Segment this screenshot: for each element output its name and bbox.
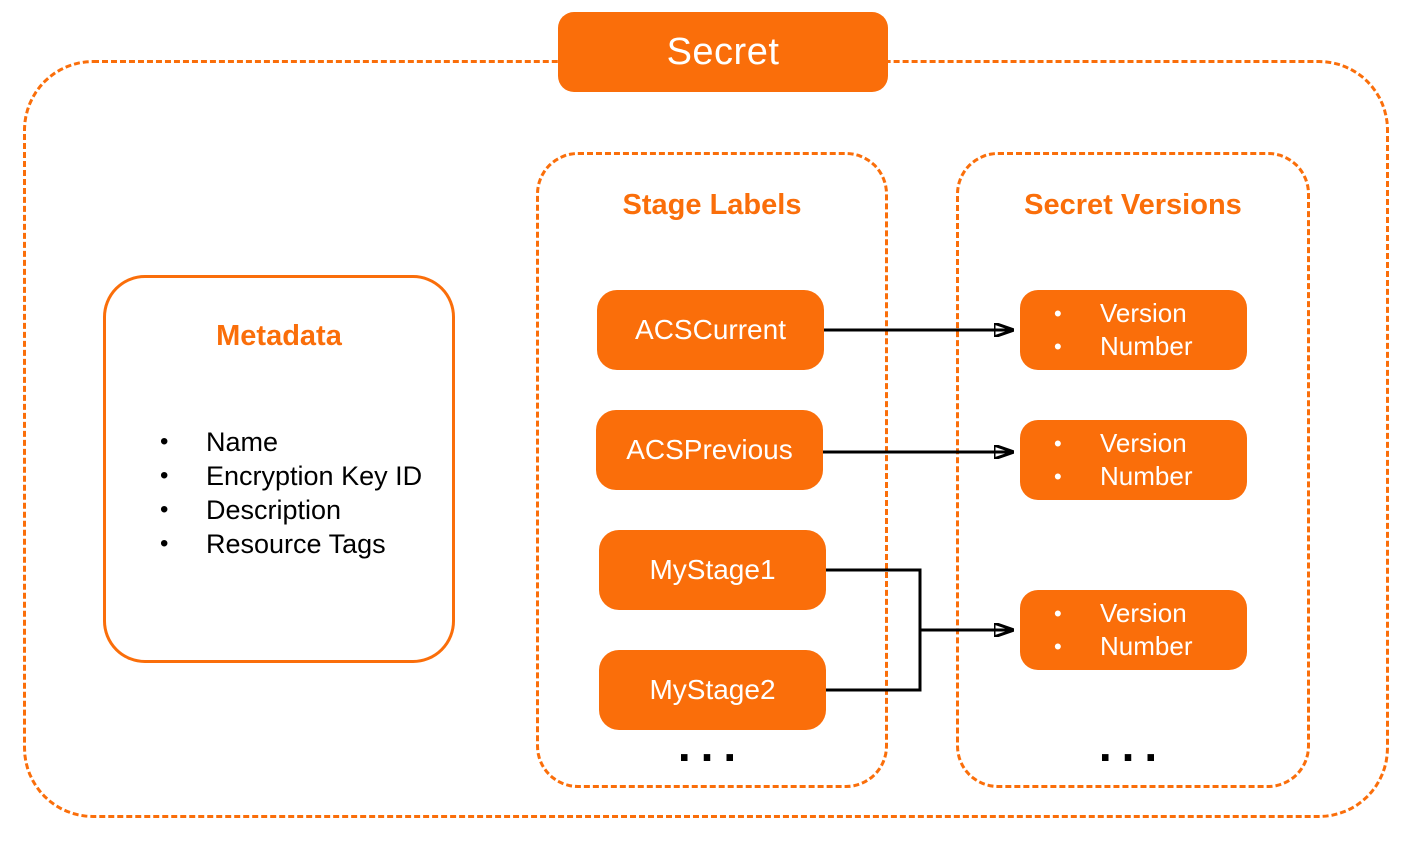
metadata-item: Encryption Key ID — [106, 459, 452, 493]
metadata-item: Description — [106, 493, 452, 527]
secret-title-label: Secret — [666, 30, 780, 73]
version-list: Version Number — [1020, 297, 1247, 363]
version-item: Number — [1020, 630, 1247, 663]
version-item: Number — [1020, 460, 1247, 493]
metadata-item: Name — [106, 425, 452, 459]
stage-label-text: ACSCurrent — [635, 314, 786, 345]
version-item: Version — [1020, 297, 1247, 330]
stage-label-acscurrent: ACSCurrent — [597, 290, 824, 370]
stage-label-mystage1: MyStage1 — [599, 530, 826, 610]
stage-label-text: MyStage1 — [649, 554, 776, 585]
secret-versions-panel: Secret Versions — [956, 152, 1310, 788]
version-item: Number — [1020, 330, 1247, 363]
metadata-item: Resource Tags — [106, 527, 452, 561]
version-list: Version Number — [1020, 427, 1247, 493]
metadata-title: Metadata — [216, 320, 342, 352]
secret-versions-title: Secret Versions — [1024, 189, 1242, 221]
metadata-list: Name Encryption Key ID Description Resou… — [106, 425, 452, 561]
stage-label-mystage2: MyStage2 — [599, 650, 826, 730]
stage-labels-title: Stage Labels — [622, 189, 802, 221]
stage-label-text: MyStage2 — [649, 674, 776, 705]
version-box-3: Version Number — [1020, 590, 1247, 670]
version-box-1: Version Number — [1020, 290, 1247, 370]
version-item: Version — [1020, 597, 1247, 630]
stage-label-text: ACSPrevious — [626, 434, 793, 465]
stage-label-acsprevious: ACSPrevious — [596, 410, 823, 490]
metadata-box: Metadata Name Encryption Key ID Descript… — [103, 275, 455, 663]
secret-versions-ellipsis: ... — [1098, 719, 1168, 771]
version-item: Version — [1020, 427, 1247, 460]
stage-labels-panel: Stage Labels — [536, 152, 888, 788]
secret-title-box: Secret — [558, 12, 888, 92]
version-list: Version Number — [1020, 597, 1247, 663]
version-box-2: Version Number — [1020, 420, 1247, 500]
